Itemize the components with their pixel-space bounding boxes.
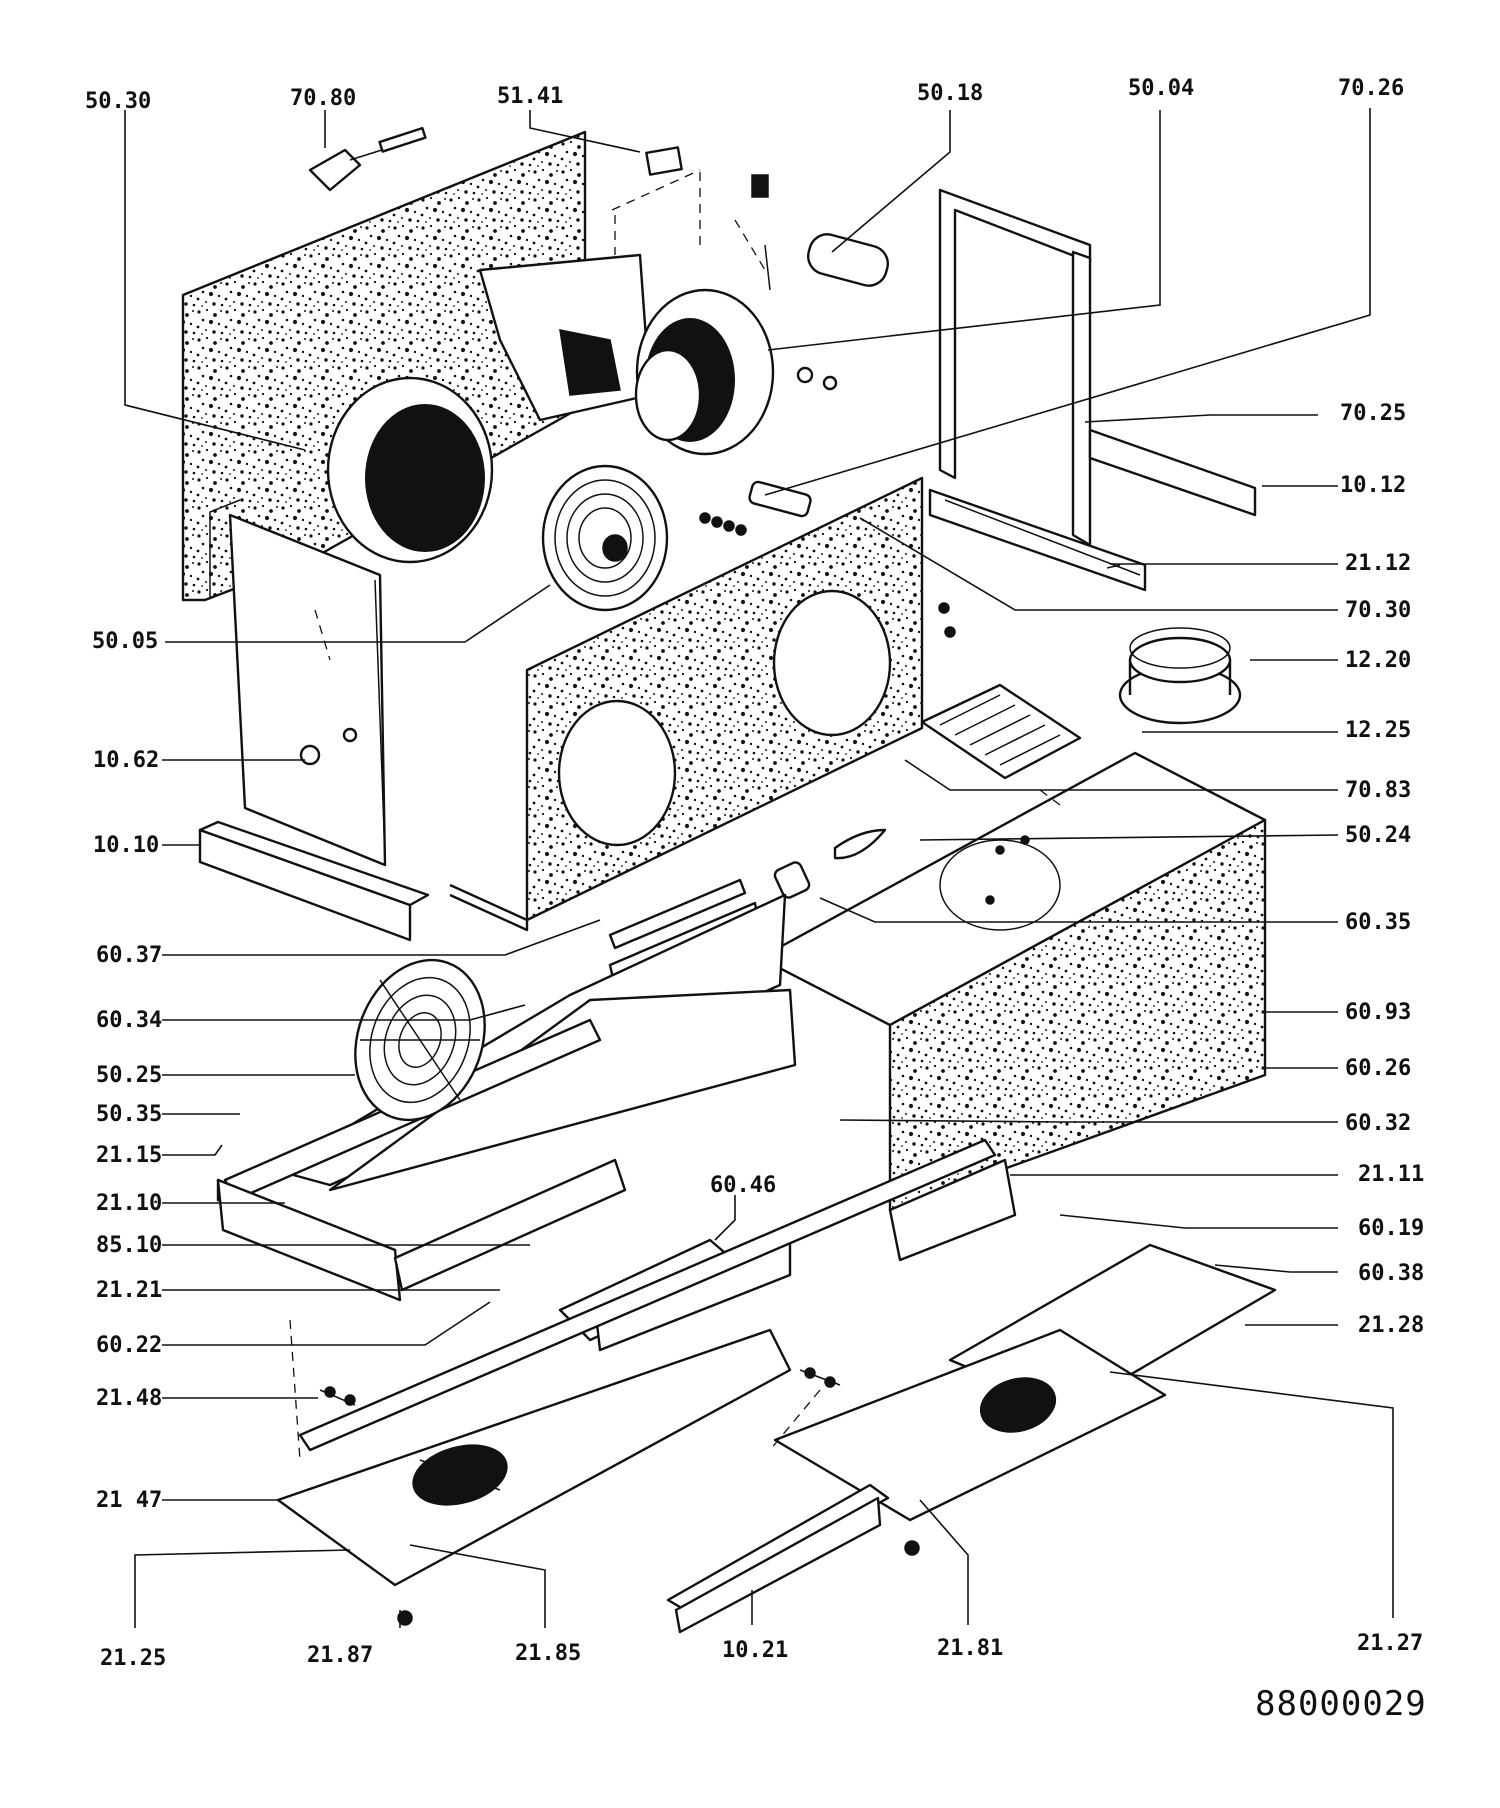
bottom-rail bbox=[198, 820, 430, 942]
label-60-46: 60.46 bbox=[710, 1173, 776, 1198]
label-60-37: 60.37 bbox=[96, 943, 162, 968]
label-21-12: 21.12 bbox=[1345, 551, 1411, 576]
bottom-plate bbox=[223, 893, 797, 1202]
small-parts-upper bbox=[699, 366, 838, 536]
label-50-30: 50.30 bbox=[85, 89, 151, 114]
grease-filter bbox=[920, 683, 1082, 780]
label-50-04: 50.04 bbox=[1128, 76, 1194, 101]
leader-lines bbox=[124, 108, 1394, 1628]
label-21-11: 21.11 bbox=[1358, 1162, 1424, 1187]
label-60-19: 60.19 bbox=[1358, 1216, 1424, 1241]
label-10-12: 10.12 bbox=[1340, 473, 1406, 498]
lower-bracket bbox=[216, 1178, 402, 1302]
label-21-47: 21 47 bbox=[96, 1488, 162, 1513]
fasteners-middle bbox=[938, 564, 1121, 638]
label-70-83: 70.83 bbox=[1345, 778, 1411, 803]
label-10-21: 10.21 bbox=[722, 1638, 788, 1663]
label-21-25: 21.25 bbox=[100, 1646, 166, 1671]
label-60-38: 60.38 bbox=[1358, 1261, 1424, 1286]
label-21-28: 21.28 bbox=[1358, 1313, 1424, 1338]
label-21-15: 21.15 bbox=[96, 1143, 162, 1168]
label-21-21: 21.21 bbox=[96, 1278, 162, 1303]
drawing-number: 88000029 bbox=[1255, 1684, 1427, 1724]
dashed-assembly-lines bbox=[289, 169, 1061, 1461]
blower-housing bbox=[326, 253, 775, 564]
front-strip bbox=[298, 1138, 1017, 1452]
thermal-fuse bbox=[308, 126, 427, 192]
switch-block bbox=[645, 146, 771, 291]
part-labels: 50.30 70.80 51.41 50.18 50.04 70.26 70.2… bbox=[85, 76, 1427, 1724]
label-60-34: 60.34 bbox=[96, 1008, 162, 1033]
label-21-10: 21.10 bbox=[96, 1191, 162, 1216]
label-60-26: 60.26 bbox=[1345, 1056, 1411, 1081]
clips bbox=[319, 1367, 920, 1626]
label-21-87: 21.87 bbox=[307, 1643, 373, 1668]
left-tray bbox=[276, 1328, 792, 1587]
label-50-05: 50.05 bbox=[92, 629, 158, 654]
round-grille bbox=[354, 958, 486, 1122]
label-12-25: 12.25 bbox=[1345, 718, 1411, 743]
light-strip bbox=[666, 1483, 890, 1634]
label-50-24: 50.24 bbox=[1345, 823, 1411, 848]
label-70-26: 70.26 bbox=[1338, 76, 1404, 101]
label-50-35: 50.35 bbox=[96, 1102, 162, 1127]
label-70-25: 70.25 bbox=[1340, 401, 1406, 426]
label-85-10: 85.10 bbox=[96, 1233, 162, 1258]
right-tray bbox=[773, 1328, 1167, 1522]
label-60-22: 60.22 bbox=[96, 1333, 162, 1358]
label-12-20: 12.20 bbox=[1345, 648, 1411, 673]
label-21-85: 21.85 bbox=[515, 1641, 581, 1666]
label-70-80: 70.80 bbox=[290, 86, 356, 111]
side-panel bbox=[228, 513, 387, 867]
lamp-assembly bbox=[773, 828, 887, 899]
right-frame bbox=[928, 188, 1257, 592]
label-10-10: 10.10 bbox=[93, 833, 159, 858]
label-21-81: 21.81 bbox=[937, 1636, 1003, 1661]
label-10-62: 10.62 bbox=[93, 748, 159, 773]
front-panel bbox=[449, 476, 924, 932]
label-50-18: 50.18 bbox=[917, 81, 983, 106]
blower-wheel bbox=[541, 464, 669, 612]
outlet-ring bbox=[1118, 627, 1242, 725]
label-60-93: 60.93 bbox=[1345, 1000, 1411, 1025]
label-60-35: 60.35 bbox=[1345, 910, 1411, 935]
label-60-32: 60.32 bbox=[1345, 1111, 1411, 1136]
label-51-41: 51.41 bbox=[497, 84, 563, 109]
label-50-25: 50.25 bbox=[96, 1063, 162, 1088]
hood-body bbox=[758, 751, 1267, 1212]
label-70-30: 70.30 bbox=[1345, 598, 1411, 623]
capacitor bbox=[807, 233, 889, 287]
label-21-27: 21.27 bbox=[1357, 1631, 1423, 1656]
label-21-48: 21.48 bbox=[96, 1386, 162, 1411]
